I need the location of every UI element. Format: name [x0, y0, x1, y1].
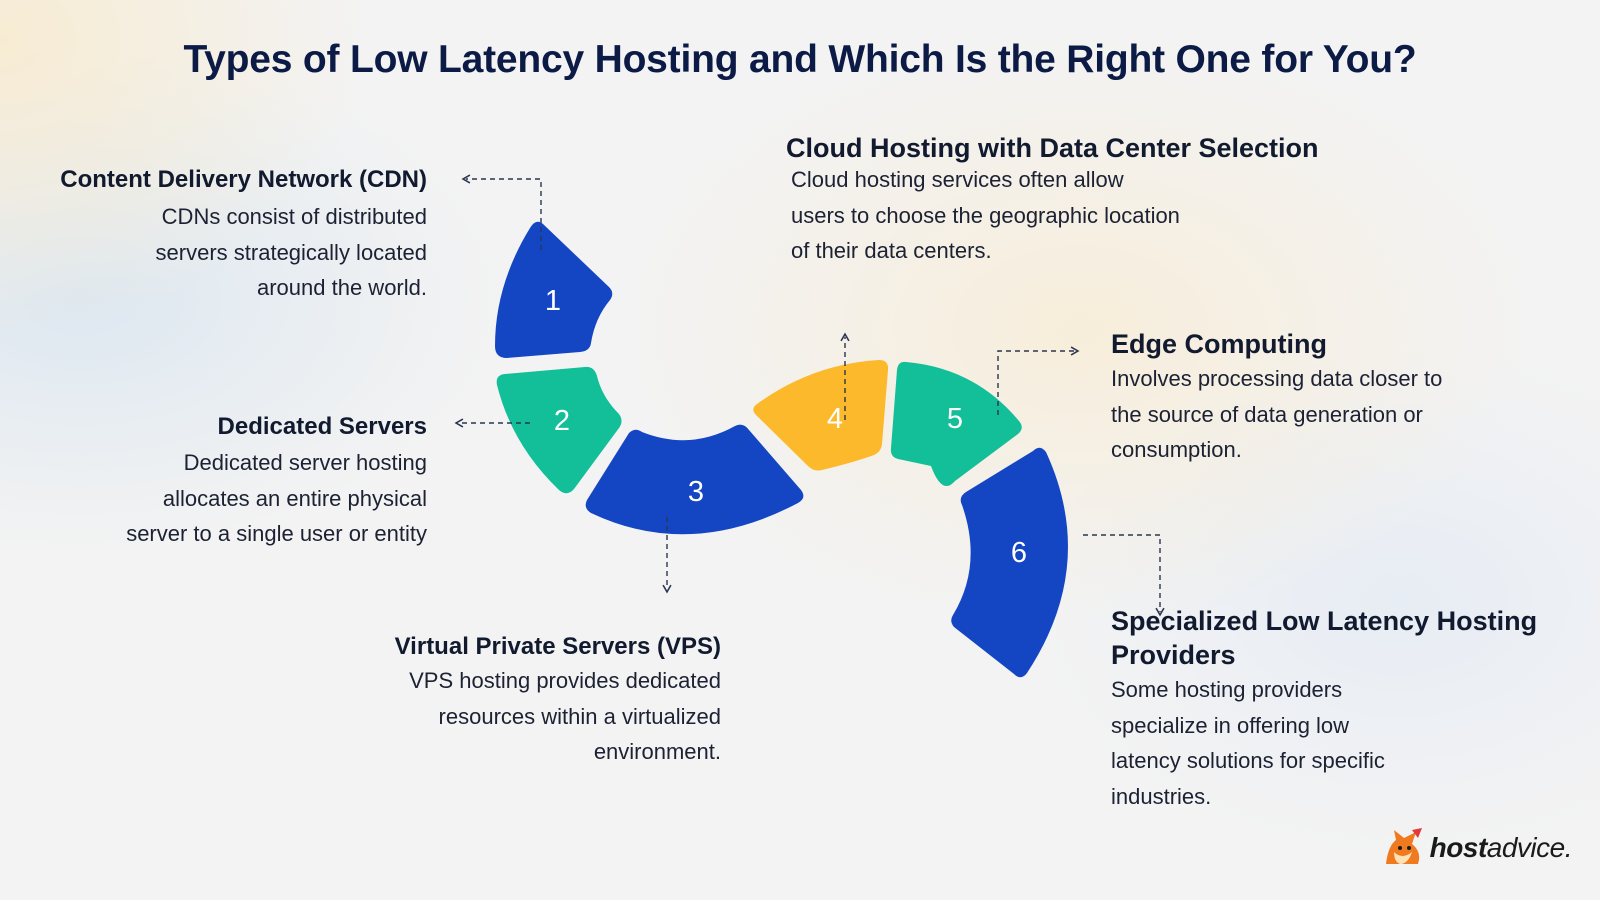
item-line: industries.	[1111, 783, 1212, 809]
item-line: of their data centers.	[791, 238, 992, 263]
logo-wordmark-rest: advice.	[1486, 832, 1573, 863]
segment-1-shape	[495, 221, 613, 358]
item-heading: Specialized Low Latency Hosting Provider…	[1111, 604, 1551, 672]
item-heading: Virtual Private Servers (VPS)	[394, 633, 721, 660]
item-heading: Edge Computing	[1111, 329, 1327, 359]
segment-4-shape	[753, 360, 889, 471]
fox-mascot-icon	[1385, 828, 1422, 864]
item-line: resources within a virtualized	[438, 703, 721, 729]
item-line: VPS hosting provides dedicated	[409, 668, 721, 693]
segment-2-shape	[496, 366, 622, 494]
item-line: server to a single user or entity	[126, 521, 427, 546]
segment-1-number: 1	[545, 285, 561, 317]
item-line: Some hosting providers	[1111, 677, 1343, 702]
segment-5-shape	[890, 361, 1022, 486]
item-line: consumption.	[1111, 437, 1242, 462]
item-line: users to choose the geographic location	[791, 202, 1180, 228]
item-line: servers strategically located	[155, 239, 427, 265]
segment-4-number: 4	[827, 403, 843, 435]
segment-6-shape	[951, 447, 1068, 678]
item-line: around the world.	[257, 275, 427, 300]
segment-3-number: 3	[688, 476, 704, 508]
logo-wordmark: hostadvice.	[1429, 832, 1573, 864]
item-line: the source of data generation or	[1111, 401, 1423, 427]
item-heading: Content Delivery Network (CDN)	[60, 166, 427, 193]
connector-6	[1083, 534, 1165, 617]
item-edge-computing: Edge Computing Involves processing data …	[1111, 327, 1531, 468]
item-heading-line: Specialized Low Latency Hosting	[1111, 606, 1538, 636]
item-cdn: Content Delivery Network (CDN) CDNs cons…	[27, 163, 427, 306]
page-title: Types of Low Latency Hosting and Which I…	[183, 38, 1417, 81]
connector-1	[461, 174, 542, 250]
item-line: latency solutions for specific	[1111, 748, 1385, 773]
item-line: CDNs consist of distributed	[161, 204, 427, 229]
item-line: Cloud hosting services often allow	[791, 167, 1124, 192]
item-vps: Virtual Private Servers (VPS) VPS hostin…	[301, 630, 721, 770]
logo-wordmark-bold: host	[1429, 832, 1488, 863]
item-dedicated-servers: Dedicated Servers Dedicated server hosti…	[27, 410, 427, 552]
hostadvice-logo: hostadvice.	[1382, 826, 1573, 870]
item-specialized-providers: Specialized Low Latency Hosting Provider…	[1111, 604, 1551, 814]
item-heading: Cloud Hosting with Data Center Selection	[786, 133, 1319, 163]
segment-3-shape	[585, 424, 804, 535]
item-line: environment.	[593, 739, 721, 764]
item-heading: Dedicated Servers	[217, 413, 427, 440]
item-line: Involves processing data closer to	[1111, 366, 1443, 391]
item-line: allocates an entire physical	[162, 485, 427, 511]
item-cloud-hosting: Cloud Hosting with Data Center Selection…	[786, 131, 1346, 269]
item-heading-line: Providers	[1111, 640, 1236, 670]
segment-2-number: 2	[554, 405, 570, 437]
connector-5	[997, 346, 1080, 415]
segment-5-number: 5	[947, 403, 963, 435]
item-line: specialize in offering low	[1111, 712, 1350, 738]
item-line: Dedicated server hosting	[183, 450, 427, 475]
segment-6-number: 6	[1011, 537, 1027, 569]
